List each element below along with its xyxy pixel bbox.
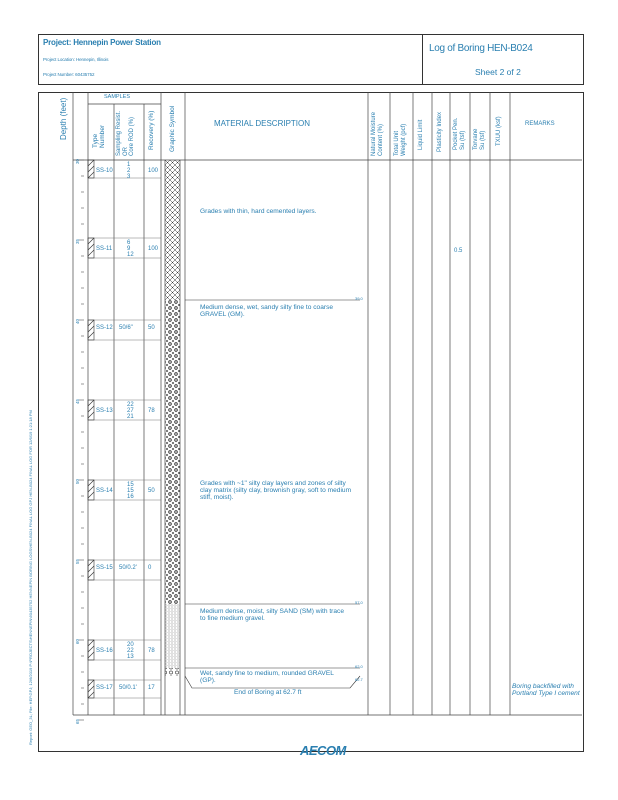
project-number: Project Number: 60435752 [43,72,95,77]
material-header: MATERIAL DESCRIPTION [214,119,311,128]
graphic-header: Graphic Symbol [169,105,176,152]
depth-label: 60 [75,638,80,644]
sample-id: SS-16 [96,648,113,654]
depth-4: 57.0 [355,600,363,605]
end-of-boring: End of Boring at 62.7 ft [234,689,302,696]
log-title: Log of Boring HEN-B024 [429,43,533,54]
sample-recovery: 50 [148,488,155,494]
description-2: Medium dense, wet, sandy silty fine to c… [200,304,334,319]
description-1: Grades with thin, hard cemented layers. [200,208,317,215]
depth-2: 39.0 [355,296,363,301]
project-name: Project: Hennepin Power Station [43,38,161,47]
sample-recovery: 50 [148,325,155,331]
sample-id: SS-12 [96,325,113,331]
depth-label: 55 [75,558,80,564]
sample-recovery: 0 [148,565,152,571]
plasticity-header: Plasticity Index [437,111,443,152]
sample-recovery: 78 [148,408,155,414]
pocket-pen-header: Pocket Pen.Su (tsf) [453,117,466,150]
depth-label: 50 [75,478,80,484]
sample-recovery: 78 [148,648,155,654]
log-frame [38,92,584,752]
description-5: Wet, sandy fine to medium, rounded GRAVE… [200,670,334,685]
sample-blows: 50/0.1' [119,685,137,691]
pocket-pen-value: 0.5 [454,248,463,254]
depth-label: 65 [75,718,80,724]
remarks-text: Boring backfilled with Portland Type I c… [512,683,580,698]
depth-label: 35 [75,238,80,244]
symbol-gm [165,300,180,604]
depth-5: 62.0 [355,664,363,669]
project-location: Project Location: Hennepin, Illinois [43,57,109,62]
symbol-sm [165,604,180,668]
depth-6: 62.7 [355,677,363,682]
header-block: Project: Hennepin Power Station Project … [38,34,584,85]
description-4: Medium dense, moist, silty SAND (SM) wit… [200,608,345,623]
sample-id: SS-17 [96,685,113,691]
sample-blows: 50/6" [119,325,133,331]
txuu-header: TXUU (ksf) [496,116,502,146]
sample-id: SS-13 [96,408,113,414]
sample-recovery: 100 [148,168,159,174]
sample-id: SS-14 [96,488,113,494]
depth-label: 40 [75,318,80,324]
depth-label: 30 [75,158,80,164]
symbol-gp [165,668,180,676]
sample-id: SS-10 [96,168,113,174]
sheet-number: Sheet 2 of 2 [475,67,521,77]
recovery-header: Recovery (%) [148,110,155,150]
sample-blows: 50/0.2' [119,565,137,571]
samples-header: SAMPLES [104,94,130,100]
depth-header: Depth (feet) [59,97,68,140]
remarks-header: REMARKS [525,121,555,127]
description-3: Grades with ~1" silty clay layers and zo… [200,480,352,502]
symbol-cemented-gravel [165,160,180,300]
sample-recovery: 17 [148,685,155,691]
aecom-logo: AECOM [300,743,346,758]
header-divider [422,35,423,84]
sample-recovery: 100 [148,246,159,252]
sample-id: SS-11 [96,246,113,252]
liquid-limit-header: Liquid Limit [418,119,424,150]
depth-label: 45 [75,398,80,404]
sample-id: SS-15 [96,565,113,571]
